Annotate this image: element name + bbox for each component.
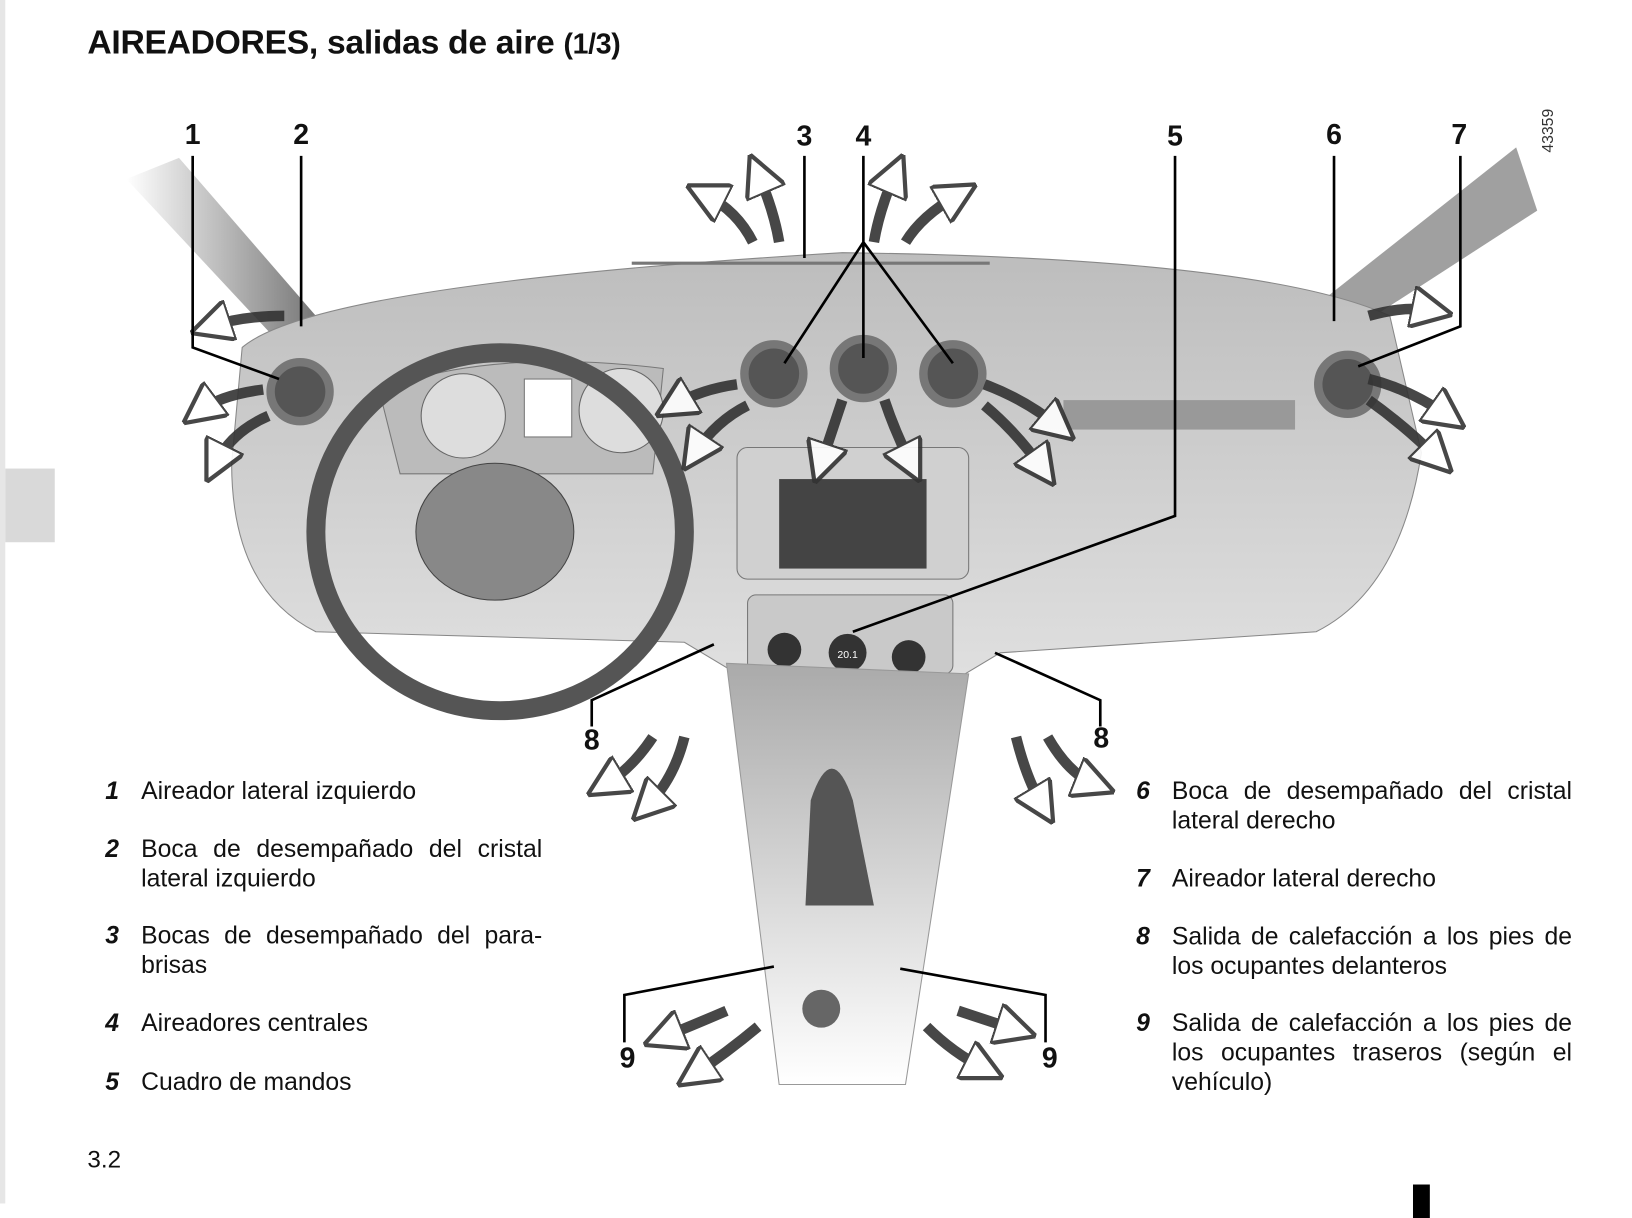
legend-num: 7 — [1136, 864, 1150, 892]
page-number: 3.2 — [87, 1145, 122, 1173]
legend-num: 8 — [1136, 922, 1150, 950]
title-main: AIREADORES, salidas de aire — [87, 23, 555, 62]
legend-text: Salida de calefacción a los pies de los … — [1171, 1008, 1572, 1096]
callout-9-right: 9 — [1041, 1042, 1058, 1074]
legend-text: Aireador lateral izquierdo — [141, 777, 417, 805]
legend-num: 5 — [105, 1067, 120, 1096]
legend-num: 4 — [105, 1008, 120, 1037]
callout-7: 7 — [1451, 118, 1468, 151]
legend-text: Boca de desempañado del cristal lateral … — [141, 834, 543, 892]
callout-5: 5 — [1167, 120, 1183, 152]
infotainment-screen — [779, 479, 927, 569]
page-title: AIREADORES, salidas de aire (1/3) — [87, 23, 620, 62]
legend-text: Salida de calefacción a los pies de los … — [1171, 922, 1572, 980]
gear-lever — [805, 768, 874, 906]
section-marker — [1412, 1184, 1430, 1218]
callout-1: 1 — [184, 118, 201, 151]
callout-6: 6 — [1326, 118, 1342, 151]
callout-2: 2 — [293, 118, 310, 151]
figure-id: 43359 — [1539, 108, 1558, 153]
chapter-tab — [5, 468, 55, 543]
callout-9-left: 9 — [619, 1042, 636, 1074]
legend-text: Cuadro de mandos — [141, 1067, 352, 1096]
legend-text: Bocas de desempañado del para-brisas — [141, 921, 543, 979]
title-part: (1/3) — [563, 28, 621, 61]
legend-text: Boca de desempañado del cristal lateral … — [1171, 777, 1572, 834]
airflow-arrows — [200, 174, 1448, 1074]
leader-lines — [191, 155, 1462, 1043]
legend-text: Aireador lateral derecho — [1171, 864, 1436, 892]
callout-3: 3 — [796, 120, 813, 152]
legend-num: 3 — [105, 921, 120, 949]
legend-num: 9 — [1136, 1008, 1150, 1037]
legend-text: Aireadores centrales — [141, 1008, 369, 1037]
page-edge — [0, 0, 6, 1204]
a-pillars — [126, 147, 1538, 337]
steering-wheel — [306, 343, 694, 721]
callout-8-left: 8 — [583, 724, 600, 756]
legend-num: 2 — [105, 834, 120, 863]
legend-num: 6 — [1136, 777, 1150, 805]
climate-temp-display: 20.1 — [837, 649, 858, 661]
callout-8-right: 8 — [1093, 722, 1110, 754]
legend-num: 1 — [105, 777, 120, 805]
callout-4: 4 — [855, 120, 872, 152]
